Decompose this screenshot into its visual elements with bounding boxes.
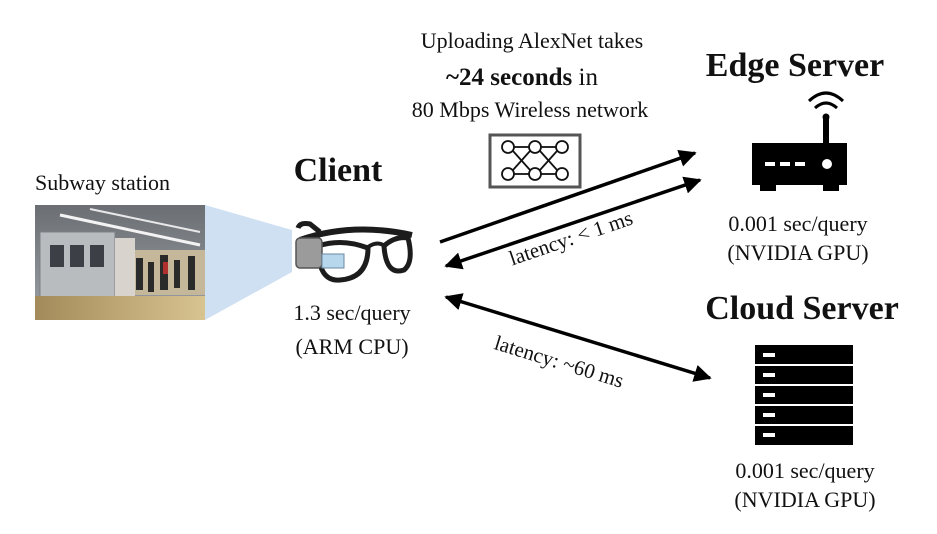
upload-time: ~24 seconds — [446, 64, 573, 91]
cloud-latency-arrow — [444, 293, 712, 382]
client-title: Client — [293, 152, 383, 189]
upload-note-line3: 80 Mbps Wireless network — [411, 97, 649, 122]
upload-note-line1: Uploading AlexNet takes — [420, 28, 644, 53]
edge-latency-arrow — [444, 176, 702, 270]
scene-label: Subway station — [35, 170, 171, 195]
client-perf: 1.3 sec/query — [293, 300, 411, 325]
cloud-perf: 0.001 sec/query — [735, 458, 875, 483]
cloud-hw: (NVIDIA GPU) — [734, 487, 876, 512]
upload-note-line2-rest: in — [572, 64, 598, 91]
edge-hw: (NVIDIA GPU) — [727, 240, 869, 265]
upload-note-line2: ~24 seconds in — [446, 64, 598, 92]
client-hw: (ARM CPU) — [295, 334, 409, 359]
edge-perf: 0.001 sec/query — [728, 211, 868, 236]
edge-title: Edge Server — [705, 47, 885, 84]
cloud-title: Cloud Server — [705, 290, 899, 327]
